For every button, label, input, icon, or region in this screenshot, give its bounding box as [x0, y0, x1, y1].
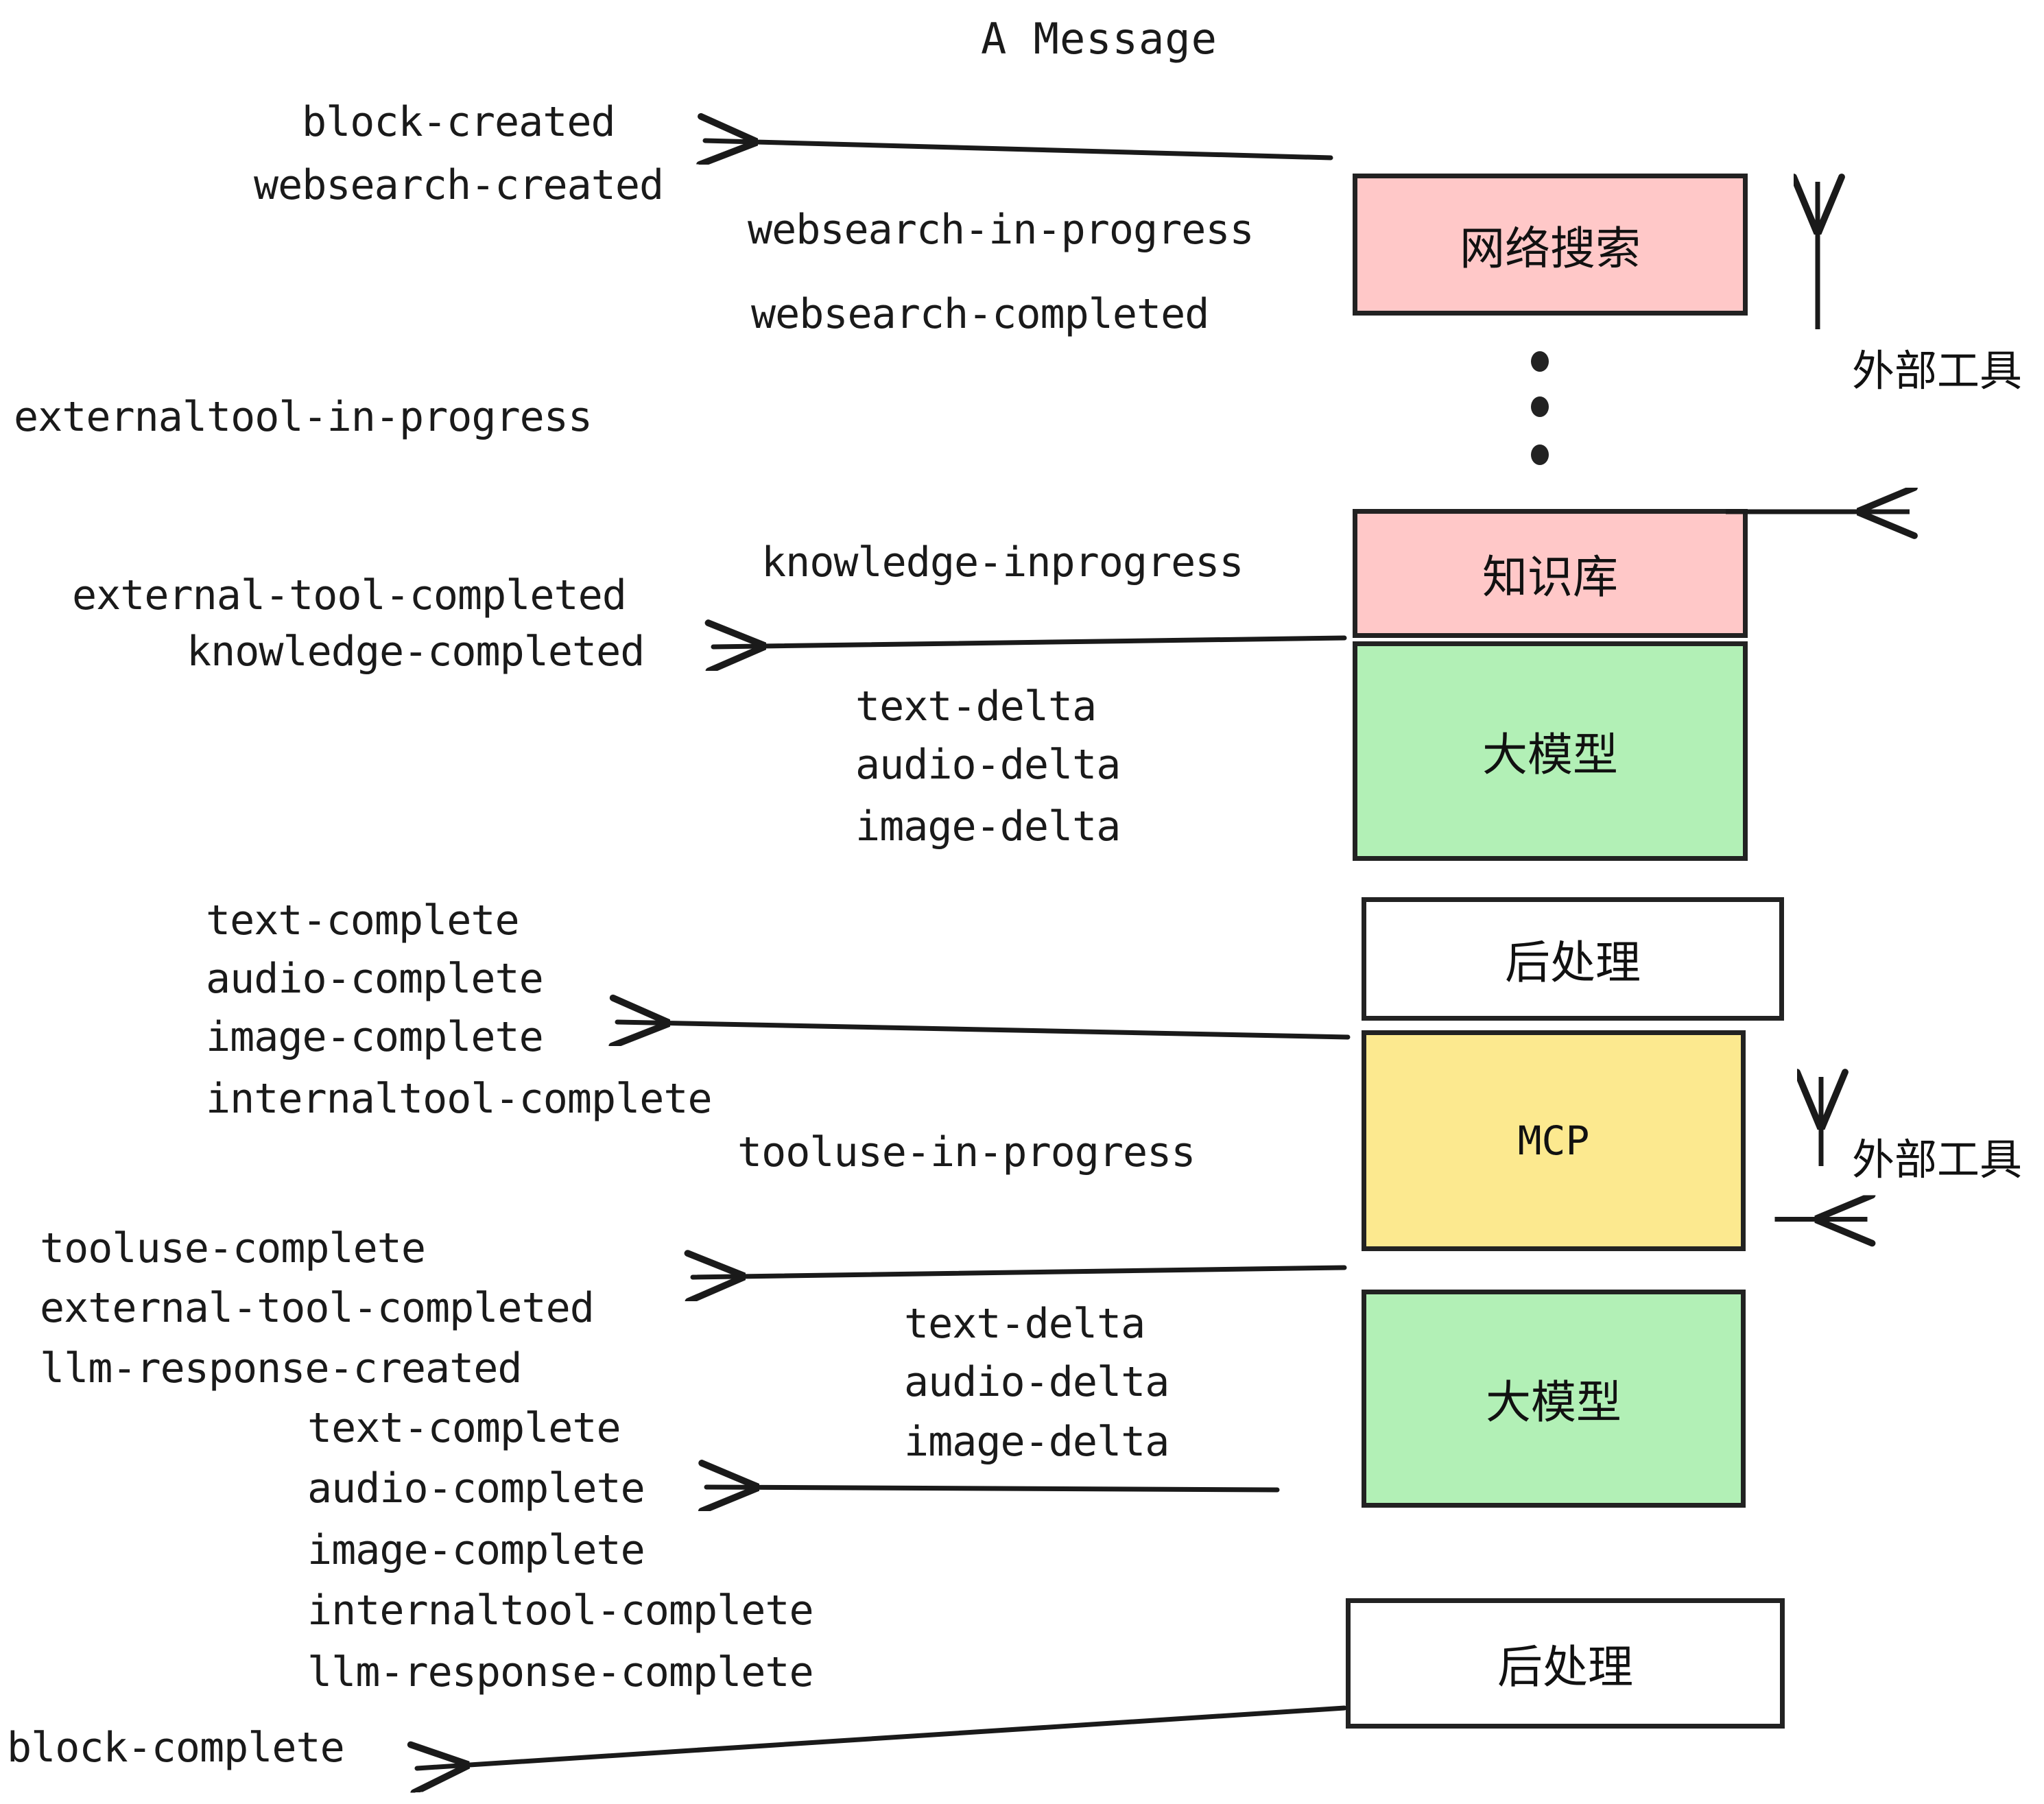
event-label-external-tool-completed-1: external-tool-completed: [72, 571, 627, 619]
event-label-externaltool-in-progress: externaltool-in-progress: [14, 393, 593, 441]
box-postprocess-1: 后处理: [1362, 897, 1784, 1021]
event-label-image-complete-2: image-complete: [307, 1526, 645, 1574]
event-label-audio-complete-2: audio-complete: [307, 1464, 645, 1512]
ellipsis-dot: [1531, 351, 1549, 372]
side-label-external-tools-bottom: 外部工具: [1852, 1135, 2023, 1185]
event-label-websearch-completed: websearch-completed: [751, 290, 1209, 338]
box-mcp: MCP: [1362, 1030, 1746, 1251]
event-label-external-tool-completed-2: external-tool-completed: [40, 1284, 595, 1332]
event-label-websearch-created: websearch-created: [254, 161, 664, 209]
event-label-block-created: block-created: [302, 98, 616, 146]
event-label-knowledge-inprogress: knowledge-inprogress: [761, 538, 1244, 586]
event-label-audio-complete-1: audio-complete: [206, 955, 544, 1003]
event-label-image-delta-2: image-delta: [904, 1418, 1169, 1466]
box-llm-2: 大模型: [1362, 1290, 1746, 1508]
box-label: 网络搜索: [1460, 222, 1641, 275]
box-label: 后处理: [1497, 1641, 1633, 1694]
event-label-websearch-in-progress: websearch-in-progress: [748, 206, 1255, 254]
side-label-external-tools-top: 外部工具: [1852, 346, 2023, 396]
event-label-tooluse-complete: tooluse-complete: [40, 1224, 426, 1272]
box-label: 大模型: [1486, 1376, 1621, 1429]
arrow-knowledge-completed: [713, 638, 1347, 647]
box-label: 大模型: [1482, 728, 1618, 781]
event-label-text-complete-2: text-complete: [307, 1404, 621, 1452]
event-label-internaltool-complete-1: internaltool-complete: [206, 1075, 713, 1123]
event-label-audio-delta-1: audio-delta: [855, 741, 1121, 789]
event-label-knowledge-completed: knowledge-completed: [187, 628, 645, 676]
ellipsis-dot: [1531, 396, 1549, 417]
event-label-text-delta-1: text-delta: [855, 683, 1097, 731]
arrow-websearch-created: [705, 141, 1333, 158]
arrow-image-complete: [617, 1022, 1351, 1037]
box-label: 知识库: [1482, 551, 1618, 604]
arrow-tooluse-complete: [693, 1268, 1347, 1277]
box-label: 后处理: [1505, 936, 1641, 989]
event-label-image-delta-1: image-delta: [855, 803, 1121, 851]
arrow-audio-complete: [706, 1487, 1280, 1490]
box-llm-1: 大模型: [1353, 641, 1748, 861]
event-label-text-complete-1: text-complete: [206, 897, 520, 945]
ellipsis-dot: [1531, 444, 1549, 465]
event-label-audio-delta-2: audio-delta: [904, 1358, 1169, 1406]
event-label-image-complete-1: image-complete: [206, 1013, 544, 1061]
box-postprocess-2: 后处理: [1346, 1598, 1785, 1729]
box-websearch: 网络搜索: [1353, 174, 1748, 316]
arrow-block-complete: [417, 1705, 1347, 1768]
event-label-tooluse-in-progress: tooluse-in-progress: [737, 1128, 1196, 1176]
event-label-block-complete: block-complete: [7, 1724, 345, 1772]
event-label-internaltool-complete-2: internaltool-complete: [307, 1587, 814, 1635]
box-label: MCP: [1517, 1117, 1590, 1164]
box-knowledge: 知识库: [1353, 509, 1748, 638]
event-label-llm-response-created: llm-response-created: [40, 1344, 522, 1392]
event-label-llm-response-complete: llm-response-complete: [307, 1648, 814, 1696]
event-label-text-delta-2: text-delta: [904, 1300, 1145, 1348]
page-title: A Message: [981, 14, 1217, 64]
